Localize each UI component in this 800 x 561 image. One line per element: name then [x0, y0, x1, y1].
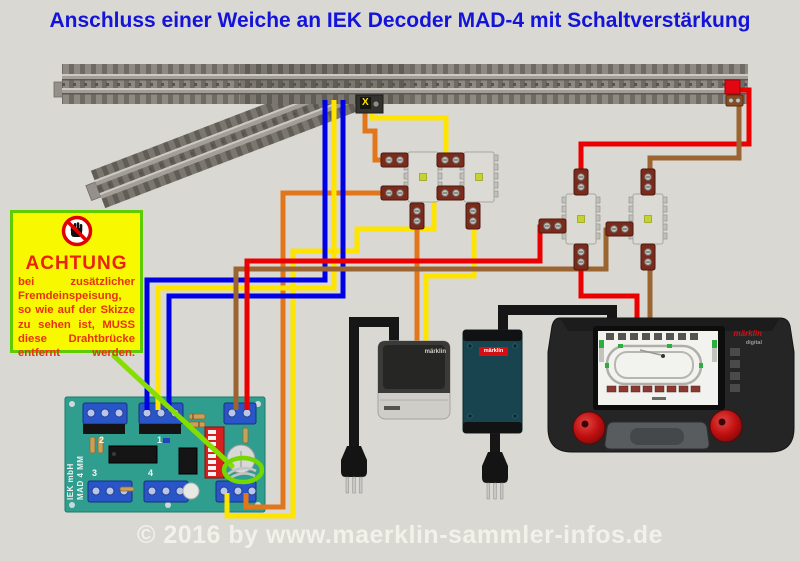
- wire-red-track-feed: [578, 87, 752, 178]
- central-station-brand-label: märklin digital: [718, 329, 762, 347]
- decoder-wire-jumper: [227, 466, 257, 480]
- no-touching-hand-icon: [61, 215, 92, 247]
- track-branch-curved: [85, 73, 360, 209]
- central-station-knob-left[interactable]: [572, 411, 606, 445]
- central-station-knob-right[interactable]: [709, 409, 743, 443]
- wire-red-strip-to-station: [578, 256, 640, 324]
- page-title: Anschluss einer Weiche an IEK Decoder MA…: [49, 9, 751, 32]
- distribution-strip-red: [538, 168, 601, 271]
- decoder-model-label: MAD 4 MM: [76, 455, 85, 500]
- wire-blue-turnout-2: [166, 100, 346, 410]
- warning-line: bei zusätzlicher: [18, 276, 135, 288]
- decoder-port-number: 4: [148, 468, 154, 478]
- track-connector-brown: [725, 94, 744, 107]
- track-main-straight: [53, 64, 748, 104]
- warning-box: ACHTUNG bei zusätzlicher Fremdeinspeisun…: [10, 210, 143, 359]
- warning-line: entfernt werden.: [18, 347, 135, 360]
- decoder-port-number: 2: [99, 435, 105, 445]
- warning-heading: ACHTUNG: [25, 253, 128, 274]
- decoder-maker-label: IEK mbH: [66, 463, 75, 500]
- warning-line: Fremdeinspeisung,: [18, 290, 122, 303]
- central-station-screen: [593, 326, 725, 410]
- decoder-board-mad4: [64, 396, 266, 513]
- wire-yellow-decoder-loop: [224, 190, 444, 519]
- decoder-port-number: 3: [92, 468, 98, 478]
- wire-orange-decoder-loop: [243, 190, 385, 510]
- track-connector-red: [724, 79, 741, 95]
- central-station-brand: märklin: [733, 329, 762, 338]
- cable-transformer: [349, 317, 399, 446]
- central-station-brand-suffix: digital: [745, 340, 762, 346]
- copyright-text: © 2016 by www.maerklin-sammler-infos.de: [136, 521, 664, 549]
- wire-brown-track-feed: [647, 104, 742, 178]
- distribution-strip-brown: [605, 168, 668, 271]
- warning-line: diese Drahtbrücke: [18, 332, 135, 345]
- distribution-strip-yellow: [436, 151, 499, 230]
- power-supply-unit: [462, 329, 523, 434]
- central-station-side-buttons: [730, 348, 740, 392]
- decoder-port-number: 1: [157, 435, 163, 445]
- power-supply-brand-label: märklin: [479, 347, 508, 356]
- central-station: [547, 317, 795, 453]
- turnout-lantern-symbol: X: [360, 97, 371, 109]
- power-plug-supply: [481, 451, 509, 500]
- decoder-ic-chips: [108, 445, 198, 475]
- power-plug-transformer: [340, 445, 368, 494]
- wire-yellow-strip-to-transformer: [423, 226, 477, 346]
- jumper-highlight: [111, 353, 265, 485]
- transformer-brand-label: märklin: [424, 349, 446, 355]
- wire-orange-turnout-to-strip: [362, 106, 387, 163]
- cable-powersupply-to-station: [498, 305, 617, 336]
- transformer-unit: [377, 340, 451, 420]
- warning-line: so wie auf der Skizze: [18, 304, 135, 317]
- decoder-resistors: [89, 413, 249, 492]
- warning-line: zu sehen ist, MUSS: [18, 318, 135, 331]
